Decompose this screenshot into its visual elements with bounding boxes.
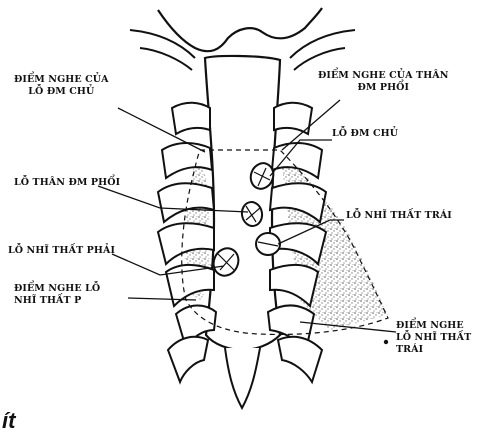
label-left-av-listening-point: ĐIỂM NGHE LỖ NHĨ THẤT TRÁI [396, 320, 471, 356]
neck-outline [158, 8, 322, 51]
xiphoid [225, 348, 260, 408]
label-line: LỖ ĐM CHỦ [14, 86, 109, 98]
label-aortic-orifice: LỖ ĐM CHỦ [332, 128, 398, 140]
left-clavicle [130, 30, 195, 70]
label-line: ĐM PHỔI [318, 82, 449, 94]
label-line: ĐIỂM NGHE CỦA [14, 74, 109, 86]
label-right-av-listening-point: ĐIỂM NGHE LỖ NHĨ THẤT P [14, 283, 100, 307]
label-line: LỖ ĐM CHỦ [332, 128, 398, 140]
label-pulmonary-listening-point: ĐIỂM NGHE CỦA THÂN ĐM PHỔI [318, 70, 449, 94]
label-line: LỖ NHĨ THẤT TRÁI [346, 210, 452, 222]
label-aortic-listening-point: ĐIỂM NGHE CỦA LỖ ĐM CHỦ [14, 74, 109, 98]
label-line: TRÁI [396, 344, 471, 356]
label-line: ĐIỂM NGHE LỖ [14, 283, 100, 295]
label-line: ĐIỂM NGHE CỦA THÂN [318, 70, 449, 82]
left-av-listening-point [384, 340, 388, 344]
caption-fragment: ít [2, 408, 15, 434]
left-ribs [158, 103, 216, 382]
label-line: NHĨ THẤT P [14, 295, 100, 307]
label-line: LỖ THÂN ĐM PHỔI [14, 177, 120, 189]
label-left-av-orifice: LỖ NHĨ THẤT TRÁI [346, 210, 452, 222]
label-line: LỖ NHĨ THẤT PHẢI [8, 245, 115, 257]
label-line: LỖ NHĨ THẤT [396, 332, 471, 344]
label-right-av-orifice: LỖ NHĨ THẤT PHẢI [8, 245, 115, 257]
sternum [205, 56, 280, 350]
label-pulmonary-trunk-orifice: LỖ THÂN ĐM PHỔI [14, 177, 120, 189]
label-line: ĐIỂM NGHE [396, 320, 471, 332]
right-clavicle [290, 30, 355, 70]
